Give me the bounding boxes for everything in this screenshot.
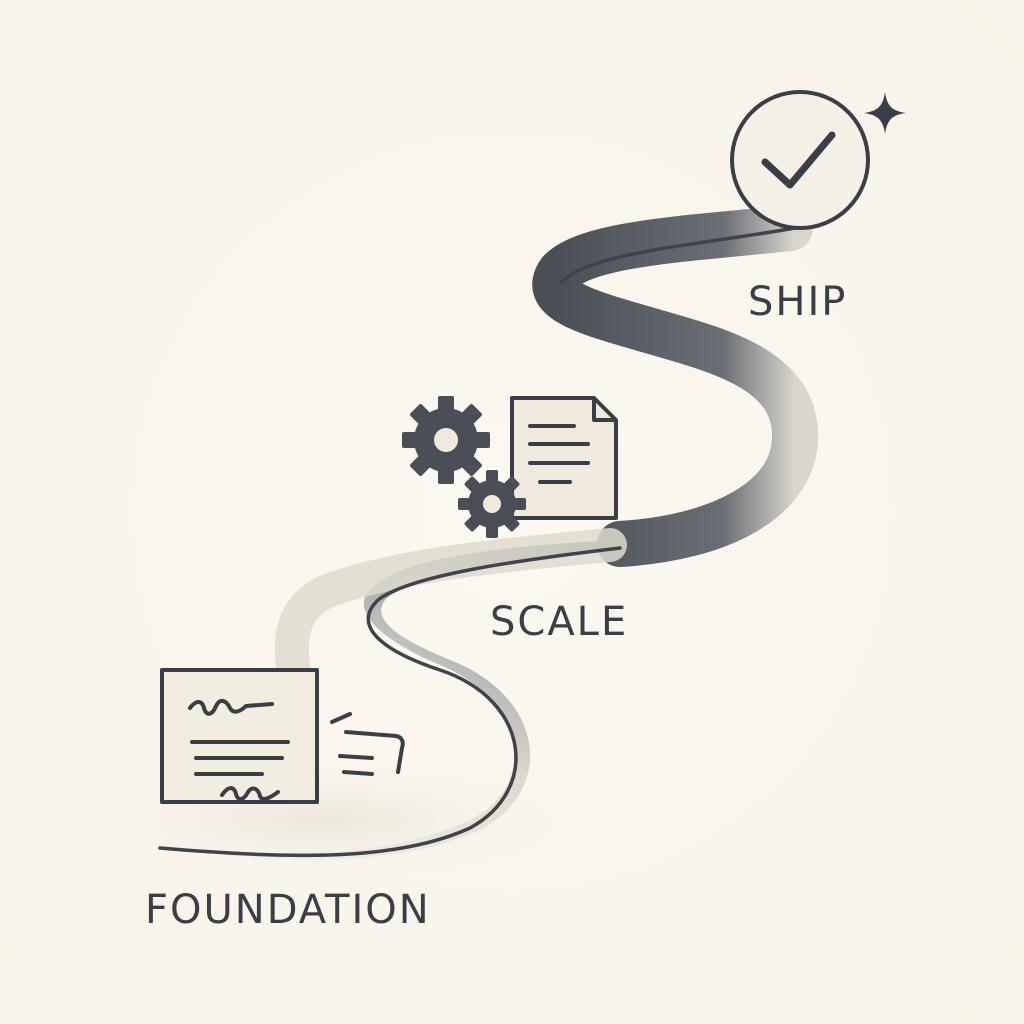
stage-label-foundation: FOUNDATION [145,887,431,933]
document-icon-scale [510,396,618,520]
notes-document-icon [160,668,319,804]
stage-label-scale: SCALE [490,599,629,645]
road-lower-band [274,528,627,717]
checkmark-circle-icon [730,90,870,230]
loose-page-icon [330,712,405,776]
stage-label-ship: SHIP [748,279,848,325]
road-outline [158,226,797,858]
ground-shadow [60,760,580,880]
sparkle-icon [864,92,906,134]
road-upper-segment [532,205,818,567]
small-gear-icon [458,470,526,538]
large-gear-icon [402,396,490,484]
